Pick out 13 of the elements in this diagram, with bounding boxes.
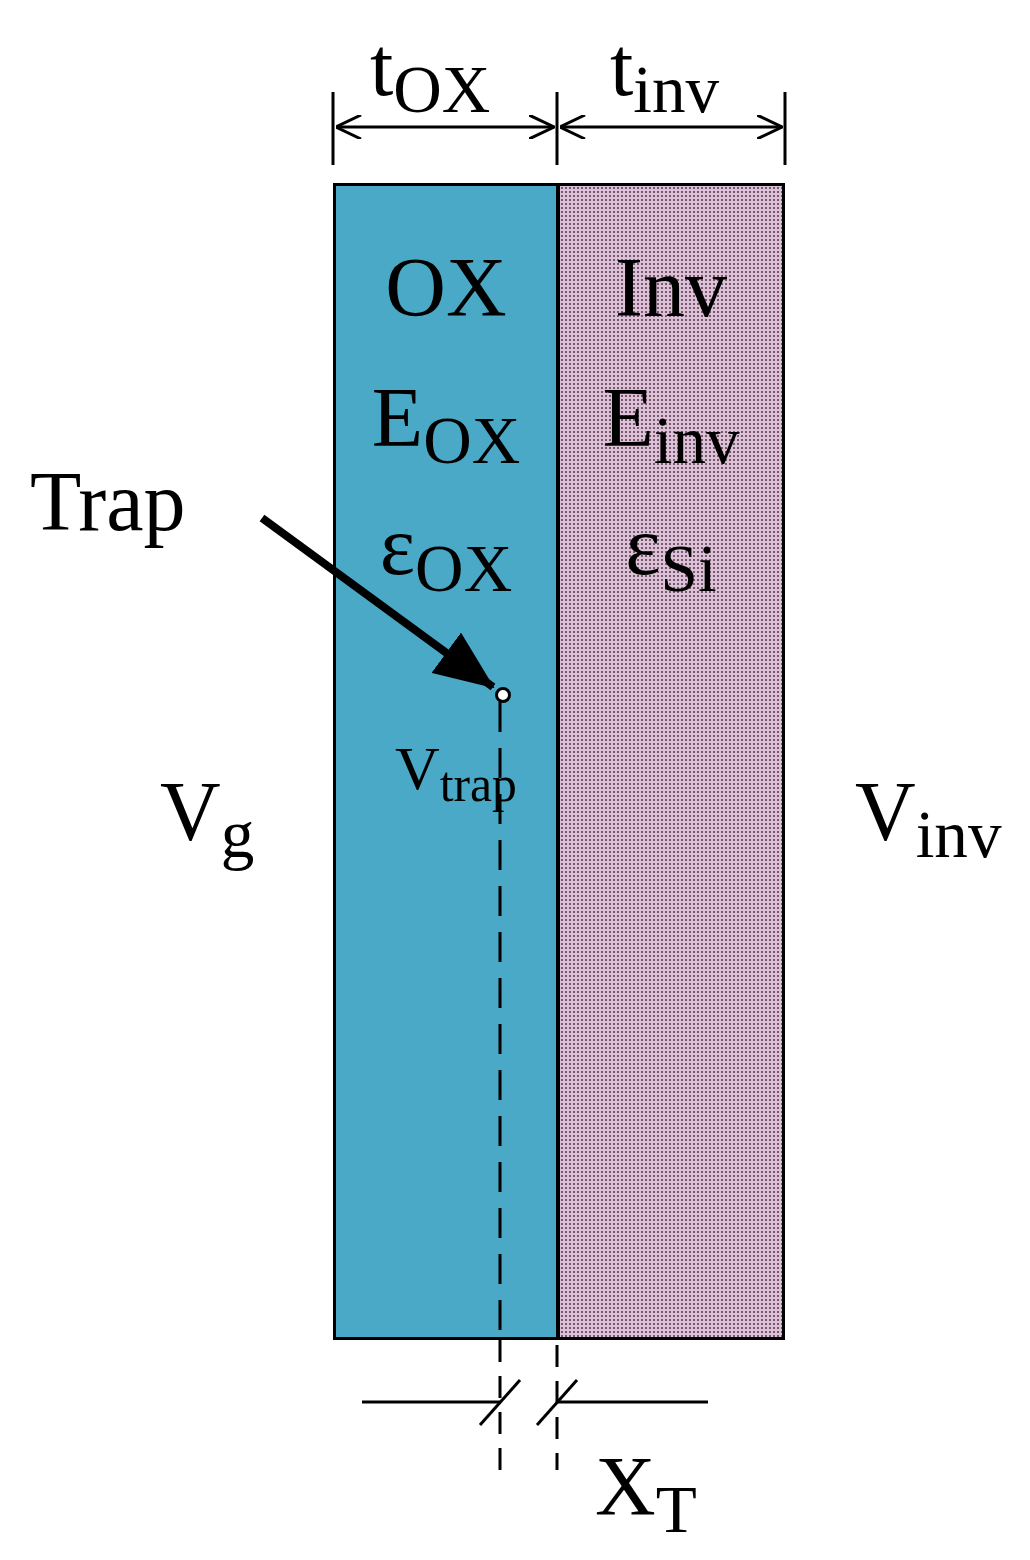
voltage-label: V$_{inv}$: [855, 770, 1002, 868]
dimension-label: t$_{OX}$: [370, 25, 491, 123]
arrow: [259, 514, 496, 691]
region-label: Inv: [614, 246, 728, 330]
field-symbol: ε$_{Si}$: [624, 504, 718, 602]
voltage-label: V$_{trap}$: [395, 737, 517, 810]
dimension-label: t$_{inv}$: [610, 25, 720, 123]
field-symbol: E$_{OX}$: [370, 376, 522, 474]
trap-point: [495, 687, 511, 703]
field-symbol: ε$_{OX}$: [378, 504, 514, 602]
region-label: OX: [384, 246, 508, 330]
field-symbol: E$_{inv}$: [601, 376, 741, 474]
dimension-label: X$_{T}$: [595, 1445, 697, 1543]
